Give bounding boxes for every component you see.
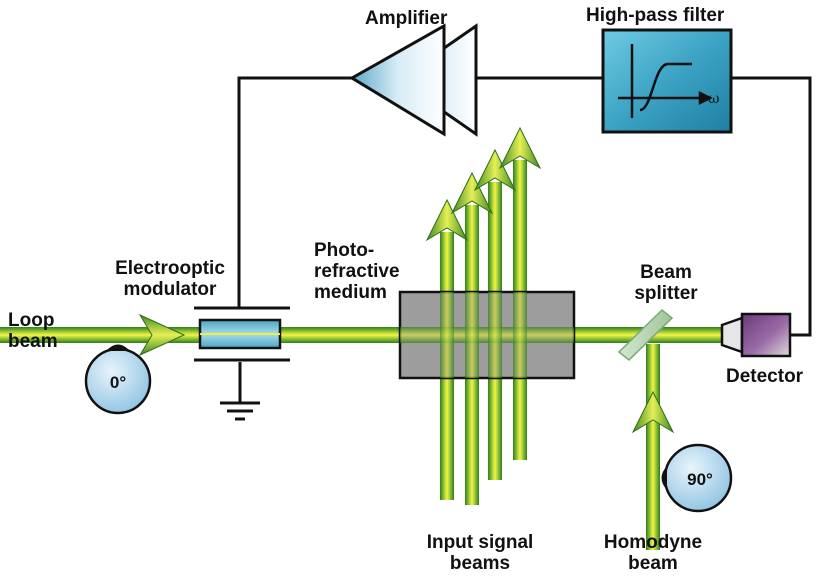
beam-splitter-line1: Beam — [640, 262, 692, 283]
amplifier-label: Amplifier — [365, 8, 448, 29]
electrooptic-modulator-label: Electrooptic modulator — [100, 258, 240, 300]
feedback-wire — [237, 76, 812, 337]
loop-beam-arrowhead — [138, 313, 186, 357]
ground-symbol-icon — [220, 362, 260, 421]
homodyne-line2: beam — [628, 553, 678, 574]
homodyne-arrowhead — [631, 390, 675, 434]
amplifier-triangle-icon — [349, 23, 478, 137]
loop-beam — [0, 327, 724, 343]
phase-loop-label: 0° — [110, 373, 126, 392]
photorefractive-medium-label: Photo- refractive medium — [314, 240, 400, 303]
photorefractive-line2: refractive — [314, 261, 400, 282]
homodyne-phase-dial-icon: 90° — [661, 443, 733, 513]
loop-beam-line1: Loop — [8, 310, 55, 331]
loop-beam-label: Loop beam — [8, 310, 58, 352]
input-signal-line1: Input signal — [426, 532, 534, 553]
electrooptic-modulator — [194, 306, 290, 362]
detector-label: Detector — [726, 366, 804, 387]
homodyne-beam — [646, 344, 660, 550]
high-pass-filter-box: ω — [601, 28, 733, 134]
phase-homodyne-label: 90° — [687, 470, 713, 489]
high-pass-filter-label: High-pass filter — [586, 5, 725, 26]
signal-arrowheads — [425, 126, 542, 242]
omega-symbol: ω — [708, 91, 719, 107]
electrooptic-line1: Electrooptic — [115, 258, 225, 279]
electrooptic-line2: modulator — [123, 279, 217, 300]
photorefractive-line3: medium — [314, 282, 387, 303]
detector-icon — [720, 312, 792, 358]
input-signal-beams-label: Input signal beams — [405, 532, 555, 574]
beam-splitter-line2: splitter — [634, 283, 698, 304]
beam-splitter — [617, 308, 674, 362]
loop-beam-line2: beam — [8, 331, 58, 352]
phase-dial-icon: 0° — [84, 344, 152, 415]
beam-splitter-label: Beam splitter — [616, 262, 716, 304]
high-pass-curve-icon — [618, 44, 713, 118]
input-signal-line2: beams — [449, 553, 511, 574]
photorefractive-medium — [398, 290, 576, 380]
homodyne-beam-label: Homodyne beam — [598, 532, 708, 574]
homodyne-line1: Homodyne — [603, 532, 703, 553]
photorefractive-line1: Photo- — [314, 240, 375, 261]
